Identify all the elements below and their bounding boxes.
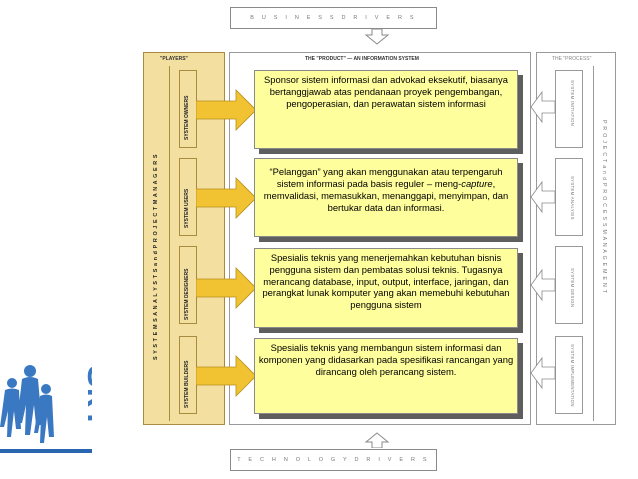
- role-label-users: SYSTEM USERS: [184, 188, 190, 228]
- card-users-text-italic: capture: [461, 178, 493, 189]
- business-drivers-label: B U S I N E S S D R I V E R S: [250, 15, 417, 21]
- technology-drivers-label: T E C H N O L O G Y D R I V E R S: [237, 457, 430, 463]
- technology-drivers-arrow: [364, 432, 390, 448]
- business-drivers-box: B U S I N E S S D R I V E R S: [230, 7, 437, 29]
- players-side-strip: [148, 66, 170, 421]
- business-drivers-arrow: [364, 29, 390, 45]
- process-step-design-label: SYSTEM DESIGN: [570, 268, 575, 308]
- card-users-text-1: “Pelanggan” yang akan menggunakan atau t…: [269, 166, 503, 189]
- process-step-initiation: [555, 70, 583, 148]
- players-header: "PLAYERS": [160, 56, 188, 62]
- role-arrows: [196, 89, 257, 397]
- card-owners: Sponsor sistem informasi dan advokad eks…: [254, 70, 518, 149]
- role-label-designers: SYSTEM DESIGNERS: [184, 268, 190, 320]
- arrow-builders: [196, 355, 257, 397]
- process-side-strip: [593, 66, 611, 421]
- logo-lettering: SkY: [80, 365, 92, 430]
- card-users-text-2: , memvalidasi, memasukkan, menanggapi, m…: [263, 178, 509, 213]
- decorative-logo: SkY: [0, 365, 92, 453]
- players-side-label: S Y S T E M S A N A L Y S T S a n d P R …: [153, 153, 159, 360]
- process-step-analysis: [555, 158, 583, 236]
- role-label-builders: SYSTEM BUILDERS: [184, 360, 190, 408]
- svg-text:SkY: SkY: [80, 365, 92, 430]
- process-side-label: P R O J E C T a n d P R O C E S S M A N …: [601, 120, 607, 294]
- product-header: THE "PRODUCT" — AN INFORMATION SYSTEM: [305, 56, 419, 62]
- people-silhouettes-icon: [0, 365, 54, 443]
- arrow-designers: [196, 267, 257, 309]
- technology-drivers-box: T E C H N O L O G Y D R I V E R S: [230, 449, 437, 471]
- arrow-owners: [196, 89, 257, 131]
- process-step-design: [555, 246, 583, 324]
- role-label-owners: SYSTEM OWNERS: [184, 95, 190, 140]
- card-owners-text: Sponsor sistem informasi dan advokad eks…: [264, 74, 508, 109]
- process-step-implementation: [555, 336, 583, 414]
- card-designers-text: Spesialis teknis yang menerjemahkan kebu…: [262, 252, 510, 311]
- process-step-implementation-label: SYSTEM IMPLEMENTATION: [570, 344, 575, 407]
- process-header: THE "PROCESS": [552, 56, 592, 62]
- process-step-initiation-label: SYSTEM INITIATION: [570, 80, 575, 127]
- process-arrows: [530, 90, 556, 390]
- card-designers: Spesialis teknis yang menerjemahkan kebu…: [254, 248, 518, 328]
- arrow-users: [196, 177, 257, 219]
- process-step-analysis-label: SYSTEM ANALYSIS: [570, 176, 575, 220]
- card-builders-text: Spesialis teknis yang membangun sistem i…: [258, 342, 514, 377]
- card-users: “Pelanggan” yang akan menggunakan atau t…: [254, 158, 518, 237]
- card-builders: Spesialis teknis yang membangun sistem i…: [254, 338, 518, 414]
